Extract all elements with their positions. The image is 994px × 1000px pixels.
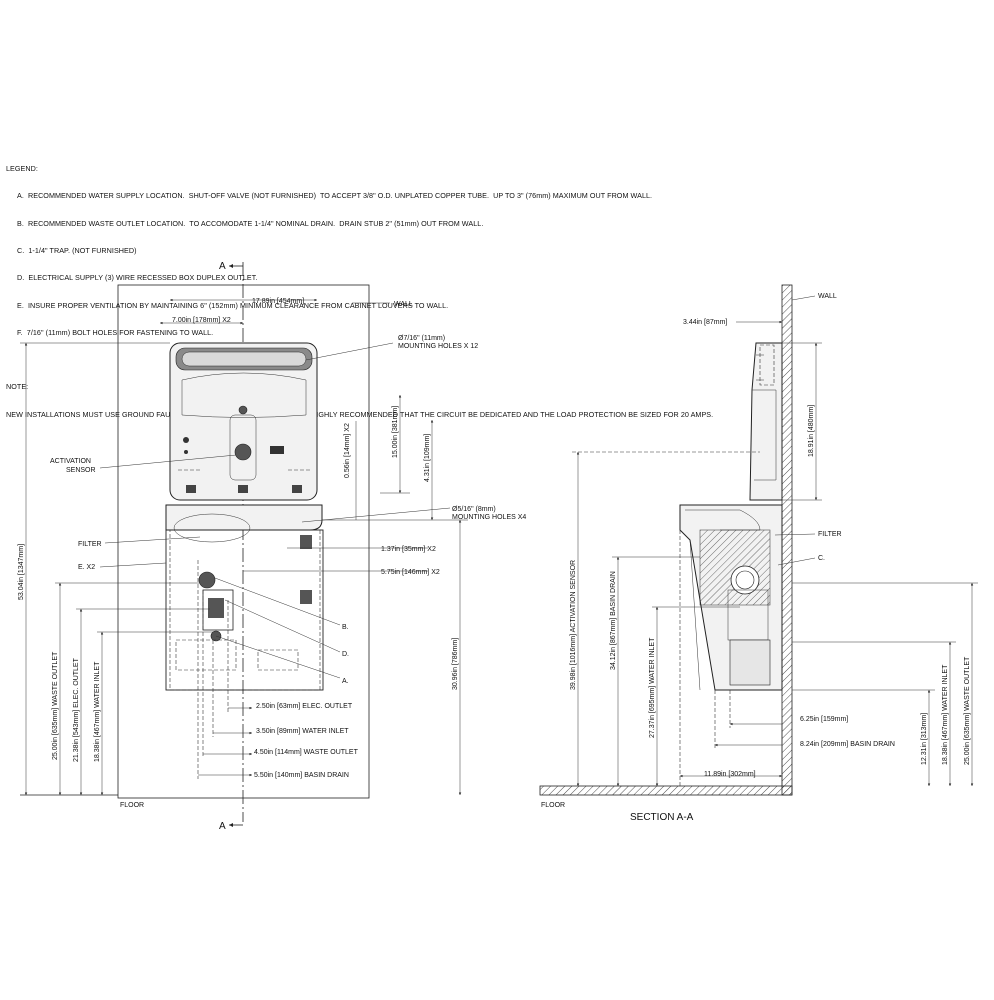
wall-outline bbox=[117, 284, 370, 799]
filter-label: FILTER bbox=[78, 541, 102, 548]
bottle-filler-unit bbox=[169, 342, 318, 501]
dim-3-44: 3.44in [87mm] bbox=[683, 319, 727, 326]
dim-5-75: 5.75in [146mm] X2 bbox=[381, 569, 440, 576]
dim-2-50: 2.50in [63mm] ELEC. OUTLET bbox=[256, 703, 353, 710]
dim-4-31: 4.31in [109mm] bbox=[424, 434, 431, 482]
legend-item-d: D. ELECTRICAL SUPPLY (3) WIRE RECESSED B… bbox=[17, 273, 258, 283]
section-view: WALL FLOOR SECTION A-A FILTER C. 3.44in … bbox=[539, 284, 978, 823]
trap-icon bbox=[198, 571, 216, 589]
section-title: SECTION A-A bbox=[630, 812, 694, 823]
mounting-holes-top-count: MOUNTING HOLES X 12 bbox=[398, 343, 478, 350]
dim-15-00: 15.00in [381mm] bbox=[392, 406, 399, 458]
callout-d: D. bbox=[342, 651, 349, 658]
dim-53-04: 53.04in [1347mm] bbox=[18, 544, 25, 600]
activation-label: ACTIVATION bbox=[50, 458, 91, 465]
mounting-holes-bottom-count: MOUNTING HOLES X4 bbox=[452, 514, 526, 521]
legend-item-e: E. INSURE PROPER VENTILATION BY MAINTAIN… bbox=[17, 300, 449, 310]
dim-0-56: 0.56in [14mm] X2 bbox=[344, 423, 351, 478]
dim-4-50: 4.50in [114mm] WASTE OUTLET bbox=[254, 749, 359, 756]
front-view: WALL FLOOR A A bbox=[18, 261, 526, 832]
section-filter-label: FILTER bbox=[818, 531, 842, 538]
section-mark-top: A bbox=[219, 261, 226, 272]
legend-item-b: B. RECOMMENDED WASTE OUTLET LOCATION. TO… bbox=[17, 218, 484, 228]
dim-8-24: 8.24in [209mm] BASIN DRAIN bbox=[800, 741, 895, 748]
legend-item-c: C. 1-1/4" TRAP. (NOT FURNISHED) bbox=[17, 246, 137, 256]
front-wall-label: WALL bbox=[394, 301, 413, 308]
dim-18-38-section: 18.38in [467mm] WATER INLET bbox=[942, 664, 949, 765]
legend-block: LEGEND: A. RECOMMENDED WATER SUPPLY LOCA… bbox=[6, 146, 713, 428]
front-floor-label: FLOOR bbox=[120, 802, 144, 809]
fountain-basin bbox=[165, 504, 323, 531]
dim-11-89: 11.89in [302mm] bbox=[704, 771, 756, 778]
lower-cabinet bbox=[169, 529, 321, 691]
dim-27-37: 27.37in [695mm] WATER INLET bbox=[649, 637, 656, 738]
dim-width: 17.89in [454mm] bbox=[252, 298, 304, 305]
legend-item-f: F. 7/16" (11mm) BOLT HOLES FOR FASTENING… bbox=[17, 327, 214, 337]
dim-18-91: 18.91in [480mm] bbox=[808, 405, 815, 457]
legend-item-a: A. RECOMMENDED WATER SUPPLY LOCATION. SH… bbox=[17, 191, 653, 201]
section-wall-label: WALL bbox=[818, 293, 837, 300]
dim-6-25: 6.25in [159mm] bbox=[800, 716, 848, 723]
dim-18-38: 18.38in [467mm] WATER INLET bbox=[94, 661, 101, 762]
section-c-label: C. bbox=[818, 555, 825, 562]
section-mark-bottom: A bbox=[219, 821, 226, 832]
section-wall bbox=[781, 284, 793, 796]
dim-21-38: 21.38in [543mm] ELEC. OUTLET bbox=[73, 657, 80, 762]
section-floor bbox=[539, 785, 793, 796]
dim-39-98: 39.98in [1016mm] ACTIVATION SENSOR bbox=[570, 560, 577, 690]
activation-sensor-icon bbox=[234, 443, 252, 461]
section-bottle-filler bbox=[749, 342, 783, 501]
dim-5-50: 5.50in [140mm] BASIN DRAIN bbox=[254, 772, 349, 779]
mounting-holes-top: Ø7/16" (11mm) bbox=[398, 335, 445, 342]
dim-12-31: 12.31in [313mm] bbox=[921, 713, 928, 765]
dim-25-00: 25.00in [635mm] WASTE OUTLET bbox=[52, 651, 59, 760]
dim-1-37: 1.37in [35mm] X2 bbox=[381, 546, 436, 553]
dim-3-50: 3.50in [89mm] WATER INLET bbox=[256, 728, 349, 735]
e-label: E. X2 bbox=[78, 564, 95, 571]
note-title: NOTE: bbox=[6, 382, 29, 392]
sensor-label: SENSOR bbox=[66, 467, 96, 474]
dim-25-00-section: 25.00in [635mm] WASTE OUTLET bbox=[964, 656, 971, 765]
dim-30-96: 30.96in [786mm] bbox=[452, 638, 459, 690]
callout-a: A. bbox=[342, 678, 349, 685]
dim-34-12: 34.12in [867mm] BASIN DRAIN bbox=[610, 571, 617, 670]
dim-hole-spacing: 7.00in [178mm] X2 bbox=[172, 317, 231, 324]
callout-b: B. bbox=[342, 624, 349, 631]
section-floor-label: FLOOR bbox=[541, 802, 565, 809]
legend-title: LEGEND: bbox=[6, 164, 38, 174]
mounting-holes-bottom: Ø5/16" (8mm) bbox=[452, 506, 496, 513]
